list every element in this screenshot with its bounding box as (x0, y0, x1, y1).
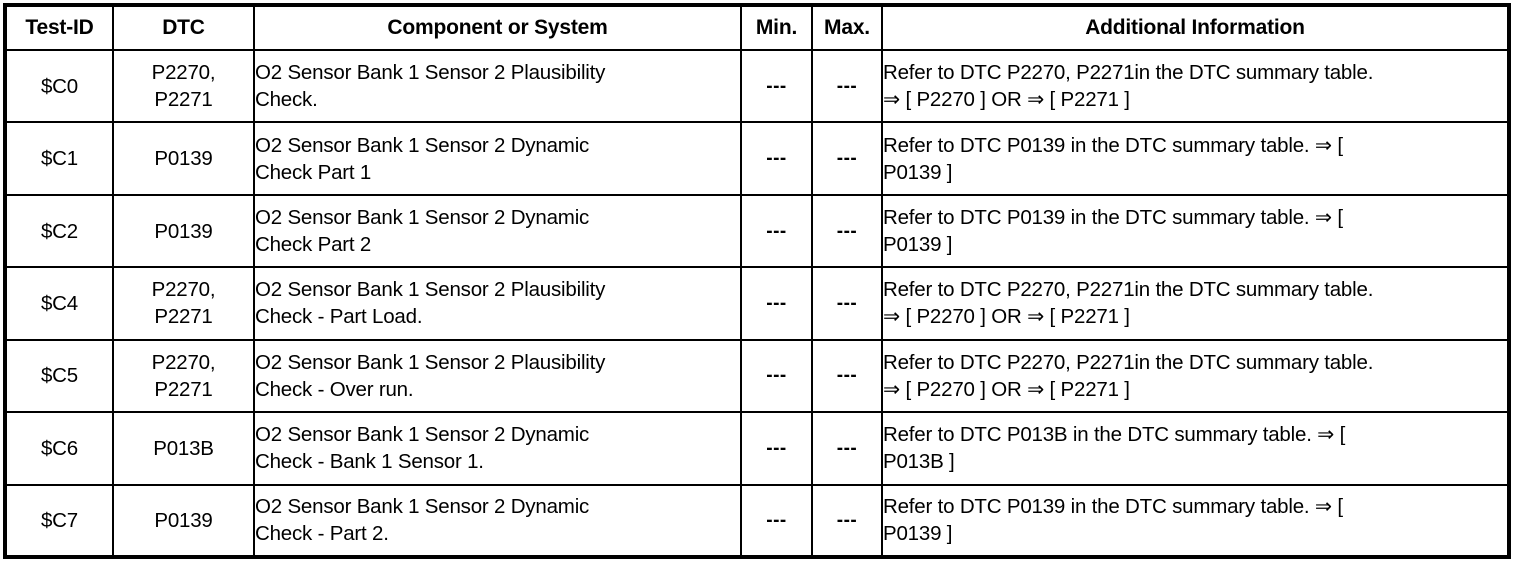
table-row: $C6 P013B O2 Sensor Bank 1 Sensor 2 Dynami… (4, 411, 1510, 486)
cell-additional-information-line: Refer to DTC P0139 in the DTC summary ta… (883, 495, 1343, 519)
table-row: $C7 P0139 O2 Sensor Bank 1 Sensor 2 Dynami… (4, 483, 1510, 559)
cell-additional-information: Refer to DTC P0139 in the DTC summary ta… (881, 121, 1510, 196)
cell-additional-information-line: Refer to DTC P2270, P2271in the DTC summ… (883, 350, 1374, 374)
column-header-min: Min. (740, 4, 813, 51)
cell-component-line: O2 Sensor Bank 1 Sensor 2 Dynamic (255, 133, 590, 157)
cell-dtc: P013B (112, 411, 255, 486)
cell-dtc: P0139 (112, 193, 255, 269)
cell-dtc-line: P2270, (151, 350, 216, 374)
table-row: $C4 P2270, P2271 O2 Sensor Bank 1 Sensor 2 … (4, 266, 1510, 341)
dtc-test-id-table: Test-ID DTC Component or System Min. Max… (3, 3, 1511, 559)
cell-dtc-line: P2270, (151, 278, 216, 302)
cell-test-id: $C0 (4, 48, 114, 124)
cell-max: --- (811, 483, 883, 559)
cell-dtc-line: P013B (153, 436, 214, 460)
cell-component-line: Check. (255, 88, 318, 112)
cell-min: --- (740, 121, 813, 196)
cell-max: --- (811, 121, 883, 196)
cell-max: --- (811, 338, 883, 414)
cell-max: --- (811, 48, 883, 124)
cell-min: --- (740, 266, 813, 341)
cell-additional-information-line: Refer to DTC P0139 in the DTC summary ta… (883, 133, 1343, 157)
cell-additional-information-line: P0139 ] (883, 233, 953, 257)
table-row: $C0 P2270, P2271 O2 Sensor Bank 1 Sensor 2 … (4, 48, 1510, 124)
cell-additional-information-line: P0139 ] (883, 522, 953, 546)
cell-component-line: O2 Sensor Bank 1 Sensor 2 Plausibility (255, 61, 606, 85)
cell-additional-information-line: ⇒ [ P2270 ] OR ⇒ [ P2271 ] (883, 305, 1130, 329)
cell-max: --- (811, 193, 883, 269)
cell-dtc: P2270, P2271 (112, 48, 255, 124)
cell-additional-information: Refer to DTC P0139 in the DTC summary ta… (881, 193, 1510, 269)
cell-dtc-line: P2271 (154, 377, 213, 401)
cell-test-id: $C1 (4, 121, 114, 196)
cell-dtc: P0139 (112, 483, 255, 559)
cell-additional-information-line: ⇒ [ P2270 ] OR ⇒ [ P2271 ] (883, 377, 1130, 401)
cell-additional-information-line: Refer to DTC P2270, P2271in the DTC summ… (883, 278, 1374, 302)
cell-additional-information: Refer to DTC P0139 in the DTC summary ta… (881, 483, 1510, 559)
cell-component-line: O2 Sensor Bank 1 Sensor 2 Plausibility (255, 350, 606, 374)
cell-component-line: Check - Part 2. (255, 522, 389, 546)
cell-min: --- (740, 193, 813, 269)
cell-max: --- (811, 266, 883, 341)
column-header-additional: Additional Information (881, 4, 1510, 51)
cell-min: --- (740, 483, 813, 559)
cell-additional-information-line: Refer to DTC P013B in the DTC summary ta… (883, 423, 1346, 447)
cell-test-id: $C6 (4, 411, 114, 486)
column-header-component: Component or System (253, 4, 742, 51)
cell-additional-information-line: Refer to DTC P0139 in the DTC summary ta… (883, 206, 1343, 229)
cell-dtc: P2270, P2271 (112, 266, 255, 341)
cell-component-line: O2 Sensor Bank 1 Sensor 2 Dynamic (255, 495, 590, 519)
cell-min: --- (740, 338, 813, 414)
cell-component-line: Check - Bank 1 Sensor 1. (255, 450, 484, 474)
cell-additional-information: Refer to DTC P2270, P2271in the DTC summ… (881, 266, 1510, 341)
column-header-test-id: Test-ID (4, 4, 114, 51)
cell-component-line: Check - Over run. (255, 377, 414, 401)
cell-additional-information: Refer to DTC P2270, P2271in the DTC summ… (881, 48, 1510, 124)
cell-min: --- (740, 411, 813, 486)
cell-component-line: O2 Sensor Bank 1 Sensor 2 Dynamic (255, 206, 590, 229)
cell-min: --- (740, 48, 813, 124)
cell-additional-information-line: P0139 ] (883, 160, 953, 184)
cell-component-line: O2 Sensor Bank 1 Sensor 2 Plausibility (255, 278, 606, 302)
cell-additional-information: Refer to DTC P013B in the DTC summary ta… (881, 411, 1510, 486)
cell-additional-information-line: Refer to DTC P2270, P2271in the DTC summ… (883, 61, 1374, 85)
column-header-max: Max. (811, 4, 883, 51)
cell-test-id: $C7 (4, 483, 114, 559)
cell-test-id: $C4 (4, 266, 114, 341)
cell-dtc-line: P2271 (154, 88, 213, 112)
table-row: $C1 P0139 O2 Sensor Bank 1 Sensor 2 Dynami… (4, 121, 1510, 196)
cell-dtc: P2270, P2271 (112, 338, 255, 414)
cell-dtc-line: P0139 (154, 219, 213, 243)
cell-dtc-line: P0139 (154, 508, 213, 532)
table-row: $C2 P0139 O2 Sensor Bank 1 Sensor 2 Dynami… (4, 193, 1510, 269)
cell-max: --- (811, 411, 883, 486)
cell-dtc: P0139 (112, 121, 255, 196)
cell-additional-information-line: ⇒ [ P2270 ] OR ⇒ [ P2271 ] (883, 88, 1130, 112)
cell-dtc-line: P0139 (154, 147, 213, 171)
header-row: Test-ID DTC Component or System Min. Max… (4, 4, 1510, 51)
table-header: Test-ID DTC Component or System Min. Max… (4, 4, 1510, 51)
cell-test-id: $C2 (4, 193, 114, 269)
cell-component-line: O2 Sensor Bank 1 Sensor 2 Dynamic (255, 423, 590, 447)
cell-component-line: Check - Part Load. (255, 305, 423, 329)
cell-dtc-line: P2270, (151, 61, 216, 85)
cell-component-line: Check Part 1 (255, 160, 372, 184)
dtc-test-id-table-container: Test-ID DTC Component or System Min. Max… (3, 3, 1511, 559)
table-row: $C5 P2270, P2271 O2 Sensor Bank 1 Sensor 2 … (4, 338, 1510, 414)
cell-component-line: Check Part 2 (255, 233, 372, 257)
column-header-dtc: DTC (112, 4, 255, 51)
cell-additional-information-line: P013B ] (883, 450, 955, 474)
cell-dtc-line: P2271 (154, 305, 213, 329)
cell-test-id: $C5 (4, 338, 114, 414)
cell-additional-information: Refer to DTC P2270, P2271in the DTC summ… (881, 338, 1510, 414)
